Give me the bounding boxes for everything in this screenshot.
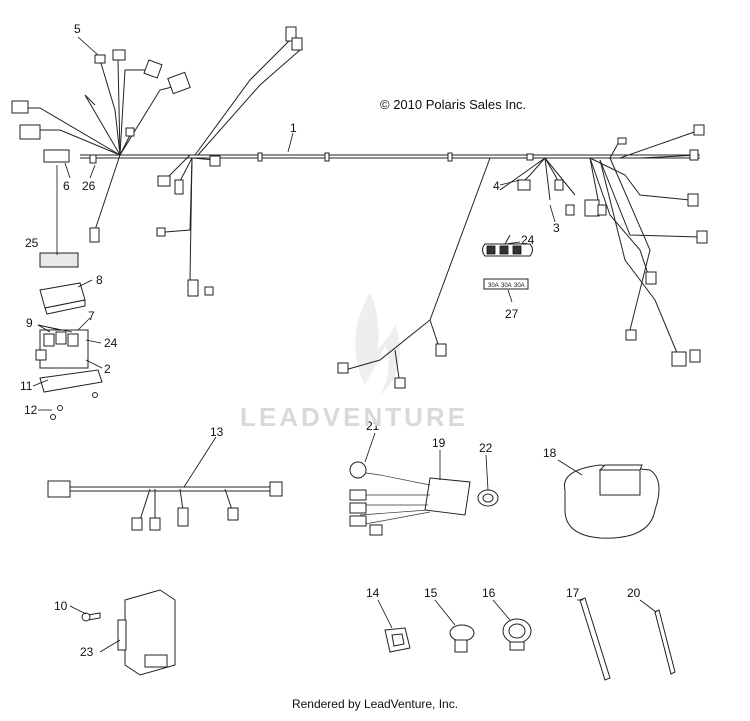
callout-9: 9 bbox=[26, 316, 33, 330]
callout-20: 20 bbox=[627, 586, 641, 600]
callout-12: 12 bbox=[24, 403, 38, 417]
callout-25: 25 bbox=[25, 236, 39, 250]
grommet-22 bbox=[477, 489, 499, 507]
callout-27: 27 bbox=[505, 307, 519, 321]
callout-15: 15 bbox=[424, 586, 438, 600]
bulb-21 bbox=[349, 461, 367, 479]
callout-19: 19 bbox=[432, 436, 446, 450]
callout-22: 22 bbox=[479, 441, 493, 455]
clip-14 bbox=[384, 627, 411, 653]
callout-10: 10 bbox=[54, 599, 68, 613]
relay-box-assembly bbox=[35, 252, 103, 420]
clip-15 bbox=[449, 624, 475, 653]
footer-credit: Rendered by LeadVenture, Inc. bbox=[291, 697, 459, 711]
callout-3: 3 bbox=[553, 221, 560, 235]
callout-6: 6 bbox=[63, 179, 70, 193]
callout-18: 18 bbox=[543, 446, 557, 460]
fuse-label-2: 30A bbox=[501, 283, 512, 289]
cable-tie-20 bbox=[654, 609, 676, 675]
callout-24-relay: 24 bbox=[104, 336, 118, 350]
callout-17: 17 bbox=[566, 586, 580, 600]
fuse-label-1: 30A bbox=[488, 283, 499, 289]
fuse-label-3: 30A bbox=[514, 283, 525, 289]
harness-plug-left bbox=[43, 149, 70, 163]
copyright-notice: © 2010 Polaris Sales Inc. bbox=[380, 97, 527, 112]
callout-13: 13 bbox=[210, 425, 224, 439]
callout-14: 14 bbox=[366, 586, 380, 600]
callout-7: 7 bbox=[88, 309, 95, 323]
watermark-text: LEADVENTURE bbox=[240, 402, 469, 432]
callout-11: 11 bbox=[20, 379, 33, 393]
mount-bracket-11 bbox=[39, 369, 103, 393]
part-number-callouts: 1 2 3 4 5 6 7 8 9 10 11 12 13 14 15 16 1… bbox=[20, 22, 641, 659]
watermark-logo bbox=[355, 292, 400, 395]
sub-harness-13 bbox=[47, 480, 283, 531]
clamp-16 bbox=[502, 618, 532, 651]
pad-18 bbox=[563, 464, 660, 539]
callout-2: 2 bbox=[104, 362, 111, 376]
leader-lines bbox=[32, 36, 657, 653]
callout-1: 1 bbox=[290, 121, 297, 135]
callout-21: 21 bbox=[366, 419, 380, 433]
callout-8: 8 bbox=[96, 273, 103, 287]
callout-4: 4 bbox=[493, 179, 500, 193]
module-19 bbox=[349, 461, 471, 536]
callout-16: 16 bbox=[482, 586, 496, 600]
callout-24-fuse: 24 bbox=[521, 233, 535, 247]
module-23 bbox=[81, 589, 176, 676]
callout-26: 26 bbox=[82, 179, 96, 193]
fuse-holder: 30A 30A 30A bbox=[482, 234, 533, 290]
callout-23: 23 bbox=[80, 645, 94, 659]
callout-5: 5 bbox=[74, 22, 81, 36]
fuse-cover-25 bbox=[39, 252, 79, 268]
harness-connectors bbox=[11, 26, 708, 389]
cable-tie-17 bbox=[579, 597, 611, 681]
